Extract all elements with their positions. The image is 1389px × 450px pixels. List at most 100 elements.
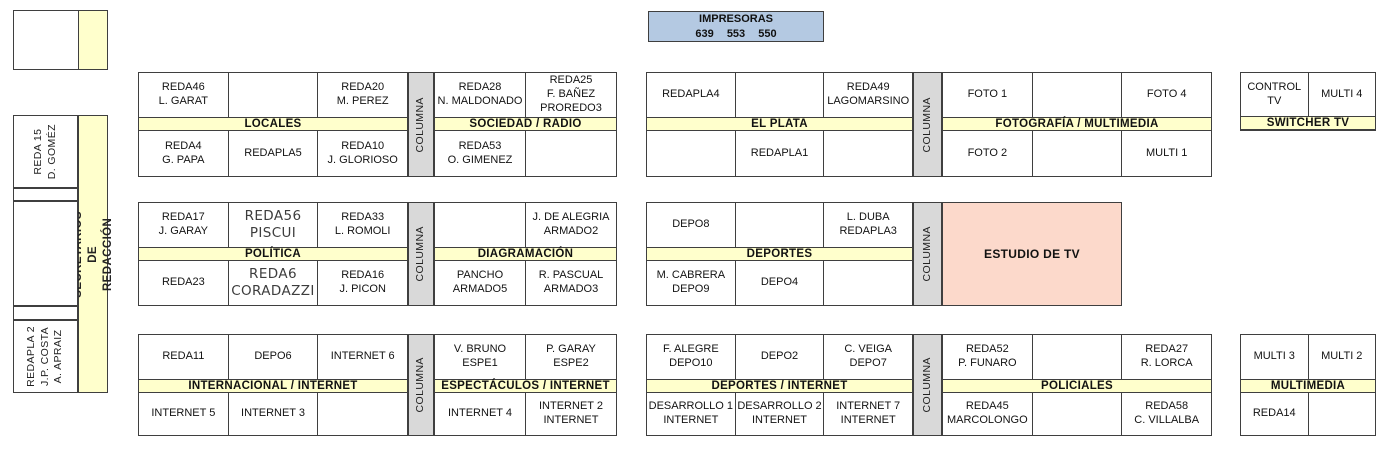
column-strip: COLUMNA xyxy=(408,72,434,177)
tv-studio-box: ESTUDIO DE TV xyxy=(942,202,1122,306)
column-strip-label: COLUMNA xyxy=(920,96,933,153)
desk-cell: REDA6 CORADAZZI xyxy=(229,261,319,305)
desk-cell: MULTI 1 xyxy=(1146,146,1188,159)
desk-cell: FOTO 4 xyxy=(1146,88,1187,101)
desk-cell: REDA28 N. MALDONADO xyxy=(435,73,526,117)
desk-cell-empty xyxy=(1309,393,1376,435)
column-strip-label: COLUMNA xyxy=(920,226,933,282)
desk-cell: MULTI 3 xyxy=(1241,335,1309,379)
left-desk-cell: REDA 15 D. GOMÉZ xyxy=(13,115,78,188)
desk-cell: REDA20 M. PEREZ xyxy=(336,81,389,107)
desk-cell: REDA52 P. FUNARO xyxy=(943,335,1033,379)
desk-cell-empty xyxy=(318,393,407,435)
topleft-box xyxy=(13,10,108,70)
left-desk-label: REDAPLA 2 J.P. COSTA A. APRAIZ xyxy=(25,326,65,387)
desk-cell: REDA49 LAGOMARSINO xyxy=(827,81,910,107)
column-strip-label: COLUMNA xyxy=(920,357,933,413)
left-desk-cell: REDAPLA 2 J.P. COSTA A. APRAIZ xyxy=(13,320,78,393)
desk-cell: REDA4 G. PAPA xyxy=(139,131,229,176)
column-strip-label: COLUMNA xyxy=(414,357,427,413)
desk-cell-empty xyxy=(1033,335,1123,379)
desk-cell: REDA17 J. GARAY xyxy=(139,203,229,247)
desk-cell-empty xyxy=(824,261,912,305)
desk-cell: R. PASCUAL ARMADO3 xyxy=(538,269,604,295)
tv-studio-label: ESTUDIO DE TV xyxy=(984,247,1080,261)
section-label-internacional-internet: INTERNACIONAL / INTERNET xyxy=(139,379,407,393)
left-desk-cell-empty xyxy=(13,188,78,201)
desk-cell: DEPO8 xyxy=(647,203,736,247)
desk-row: V. BRUNO ESPE1 P. GARAY ESPE2 xyxy=(435,335,616,379)
column-strip: COLUMNA xyxy=(913,202,942,306)
desk-cell: INTERNET 5 xyxy=(139,393,229,435)
desk-cell: REDA10 J. GLORIOSO xyxy=(327,139,398,166)
desk-cell: REDA14 xyxy=(1241,393,1309,435)
column-strip-label: COLUMNA xyxy=(414,96,427,153)
column-strip: COLUMNA xyxy=(913,334,942,436)
desk-cell: V. BRUNO ESPE1 xyxy=(435,335,526,379)
printers-numbers: 639 553 550 xyxy=(695,27,777,40)
desk-cell: INTERNET 7 INTERNET xyxy=(836,400,901,426)
desk-cell-empty xyxy=(1033,131,1123,176)
desk-cell-empty xyxy=(1033,73,1123,117)
desk-row: REDA14 xyxy=(1241,393,1375,435)
desk-cell: PANCHO ARMADO5 xyxy=(435,261,526,305)
left-desk-cell-empty xyxy=(13,201,78,306)
desk-row: FOTO 1 FOTO 4 xyxy=(943,73,1211,117)
printers-box: IMPRESORAS 639 553 550 xyxy=(648,11,824,42)
desk-cell: DESARROLLO 2 INTERNET xyxy=(736,393,825,435)
desk-cell: REDA27 R. LORCA xyxy=(1140,343,1193,369)
desk-cell: REDA11 xyxy=(139,335,229,379)
desk-cell: L. DUBA REDAPLA3 xyxy=(839,211,897,237)
desk-row: PANCHO ARMADO5 R. PASCUAL ARMADO3 xyxy=(435,261,616,305)
desk-cell: DEPO4 xyxy=(736,261,825,305)
desk-cell-empty xyxy=(1033,393,1123,435)
desk-cell: REDAPLA4 xyxy=(647,73,736,117)
desk-cell: REDA16 J. PICON xyxy=(339,269,386,295)
desk-row: REDAPLA1 xyxy=(647,131,912,176)
desk-row: J. DE ALEGRIA ARMADO2 xyxy=(435,203,616,247)
desk-cell: FOTO 1 xyxy=(943,73,1033,117)
section-label-deportes: DEPORTES xyxy=(647,247,912,261)
desk-cell: DEPO6 xyxy=(229,335,319,379)
desk-cell: REDA56 PISCUI xyxy=(229,203,319,247)
desk-cell: M. CABRERA DEPO9 xyxy=(647,261,736,305)
desk-cell: MULTI 4 xyxy=(1321,87,1363,100)
desk-cell: REDAPLA5 xyxy=(229,131,319,176)
desk-cell-empty xyxy=(647,131,736,176)
desk-cell-empty xyxy=(736,203,825,247)
section-label-sociedad-radio: SOCIEDAD / RADIO xyxy=(435,117,616,131)
section-label-espectaculos-internet: ESPECTÁCULOS / INTERNET xyxy=(435,379,616,393)
section-label-el-plata: EL PLATA xyxy=(647,117,912,131)
desk-row: REDA53 O. GIMENEZ xyxy=(435,131,616,176)
desk-cell: P. GARAY ESPE2 xyxy=(546,343,596,369)
printers-title: IMPRESORAS xyxy=(699,13,773,26)
left-desk-cell-empty xyxy=(13,306,78,320)
desk-row: DEPO8 L. DUBA REDAPLA3 xyxy=(647,203,912,247)
section-label-fotografia-multimedia: FOTOGRAFÍA / MULTIMEDIA xyxy=(943,117,1211,131)
column-strip: COLUMNA xyxy=(408,202,434,306)
desk-cell: REDA58 C. VILLALBA xyxy=(1134,400,1200,426)
desk-cell: DESARROLLO 1 INTERNET xyxy=(647,393,736,435)
column-strip: COLUMNA xyxy=(408,334,434,436)
